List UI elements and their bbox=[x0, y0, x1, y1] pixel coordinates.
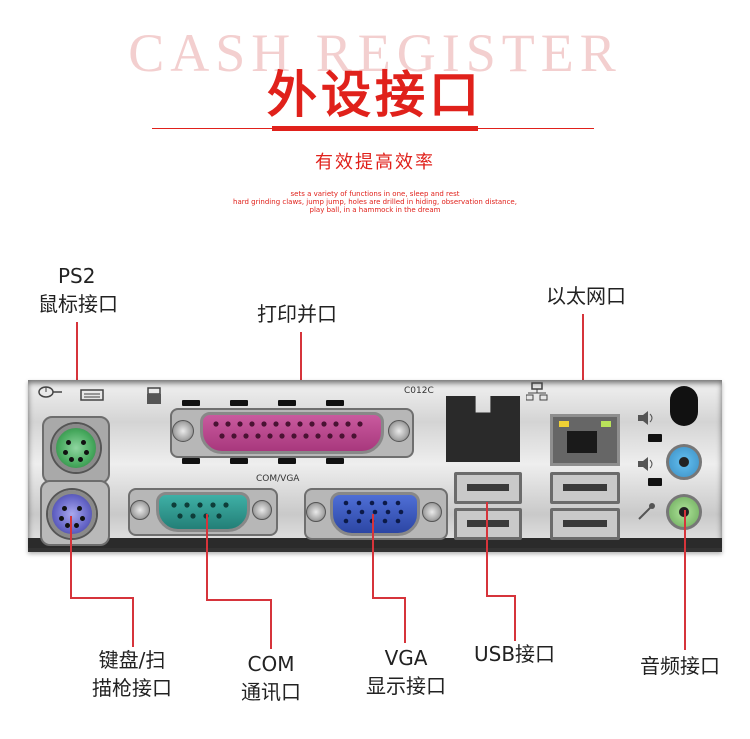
usb-callout-line bbox=[486, 502, 488, 596]
ethernet-led-left bbox=[559, 421, 569, 427]
audio-line-in-jack[interactable] bbox=[666, 444, 702, 480]
vent-hole bbox=[278, 458, 296, 464]
keyboard-label-line: 键盘/扫 bbox=[98, 648, 166, 672]
vent-hole bbox=[182, 400, 200, 406]
mouse-icon bbox=[36, 384, 64, 403]
vent-hole bbox=[230, 400, 248, 406]
audio-icon bbox=[636, 410, 656, 430]
com-callout-line bbox=[206, 599, 272, 601]
com-port[interactable] bbox=[156, 492, 250, 532]
com-screw-left bbox=[130, 500, 150, 520]
watermark-text: CASH REGISTER bbox=[128, 23, 622, 83]
parallel-pins bbox=[210, 416, 370, 450]
usb-port-4[interactable] bbox=[550, 508, 620, 540]
audio-callout-line bbox=[684, 510, 686, 650]
microphone-icon bbox=[636, 502, 656, 526]
vent-hole bbox=[326, 458, 344, 464]
keyboard-scanner-label: 键盘/扫 描枪接口 bbox=[82, 646, 182, 702]
keyboard-icon bbox=[80, 386, 104, 405]
page-title: 外设接口 bbox=[267, 66, 483, 124]
page-subtitle: 有效提高效率 bbox=[315, 152, 435, 173]
ethernet-callout-line bbox=[582, 314, 584, 426]
description-line: sets a variety of functions in one, slee… bbox=[290, 190, 460, 198]
ethernet-led-right bbox=[601, 421, 611, 427]
usb-port-2[interactable] bbox=[454, 508, 522, 540]
usb-port-label: USB接口 bbox=[474, 642, 556, 666]
ps2-mouse-port[interactable] bbox=[52, 424, 100, 472]
com-callout-line bbox=[270, 599, 272, 649]
vga-screw-left bbox=[306, 502, 326, 522]
vga-callout-line bbox=[404, 597, 406, 643]
parallel-port-label: 打印并口 bbox=[257, 302, 337, 326]
com-label-line: 通讯口 bbox=[241, 680, 301, 704]
parallel-code-text: C012C bbox=[404, 386, 434, 396]
com-vga-text: COM/VGA bbox=[256, 474, 300, 484]
ps2-label-line: PS2 bbox=[58, 264, 96, 288]
speaker-icon bbox=[636, 456, 656, 476]
vent-hole bbox=[182, 458, 200, 464]
vga-callout-line bbox=[372, 514, 374, 598]
audio-port-label: 音频接口 bbox=[640, 654, 720, 678]
antenna-hole bbox=[670, 386, 698, 426]
ethernet-port[interactable] bbox=[550, 414, 620, 466]
description-line: play ball, in a hammock in the dream bbox=[309, 206, 441, 214]
com-port-label: COM 通讯口 bbox=[226, 650, 316, 706]
keyboard-callout-line bbox=[70, 597, 134, 599]
description-line: hard grinding claws, jump jump, holes ar… bbox=[233, 198, 517, 206]
usb-port-1[interactable] bbox=[454, 472, 522, 504]
usb-callout-line bbox=[514, 595, 516, 641]
vent-hole bbox=[278, 400, 296, 406]
parallel-port[interactable] bbox=[200, 412, 384, 454]
vent-hole bbox=[326, 400, 344, 406]
vent-hole bbox=[230, 458, 248, 464]
com-callout-line bbox=[206, 514, 208, 600]
usb-callout-line bbox=[486, 595, 516, 597]
vga-port-label: VGA 显示接口 bbox=[356, 644, 456, 700]
ps2-mouse-label: PS2 鼠标接口 bbox=[38, 262, 118, 318]
com-screw-right bbox=[252, 500, 272, 520]
title-underline bbox=[272, 126, 478, 131]
keyboard-label-line: 描枪接口 bbox=[92, 676, 172, 700]
vga-label-line: 显示接口 bbox=[366, 674, 446, 698]
keyboard-callout-line bbox=[132, 597, 134, 647]
vga-callout-line bbox=[372, 597, 406, 599]
ps2-label-line: 鼠标接口 bbox=[38, 292, 118, 316]
vga-screw-right bbox=[422, 502, 442, 522]
vga-label-line: VGA bbox=[384, 646, 428, 670]
network-icon bbox=[525, 382, 548, 406]
printer-icon bbox=[146, 386, 162, 412]
description-text: sets a variety of functions in one, slee… bbox=[150, 190, 600, 214]
vent-hole bbox=[648, 434, 662, 442]
ethernet-socket bbox=[567, 431, 597, 453]
parallel-screw-left bbox=[172, 420, 194, 442]
panel-bottom-edge bbox=[28, 538, 722, 548]
vent-hole bbox=[648, 478, 662, 486]
parallel-screw-right bbox=[388, 420, 410, 442]
usb-port-3[interactable] bbox=[550, 472, 620, 504]
keyboard-callout-line bbox=[70, 516, 72, 598]
com-pins bbox=[168, 498, 234, 526]
vga-port[interactable] bbox=[330, 492, 420, 536]
ps2-keyboard-port[interactable] bbox=[48, 490, 96, 538]
ethernet-port-label: 以太网口 bbox=[546, 284, 626, 308]
com-label-line: COM bbox=[247, 652, 295, 676]
